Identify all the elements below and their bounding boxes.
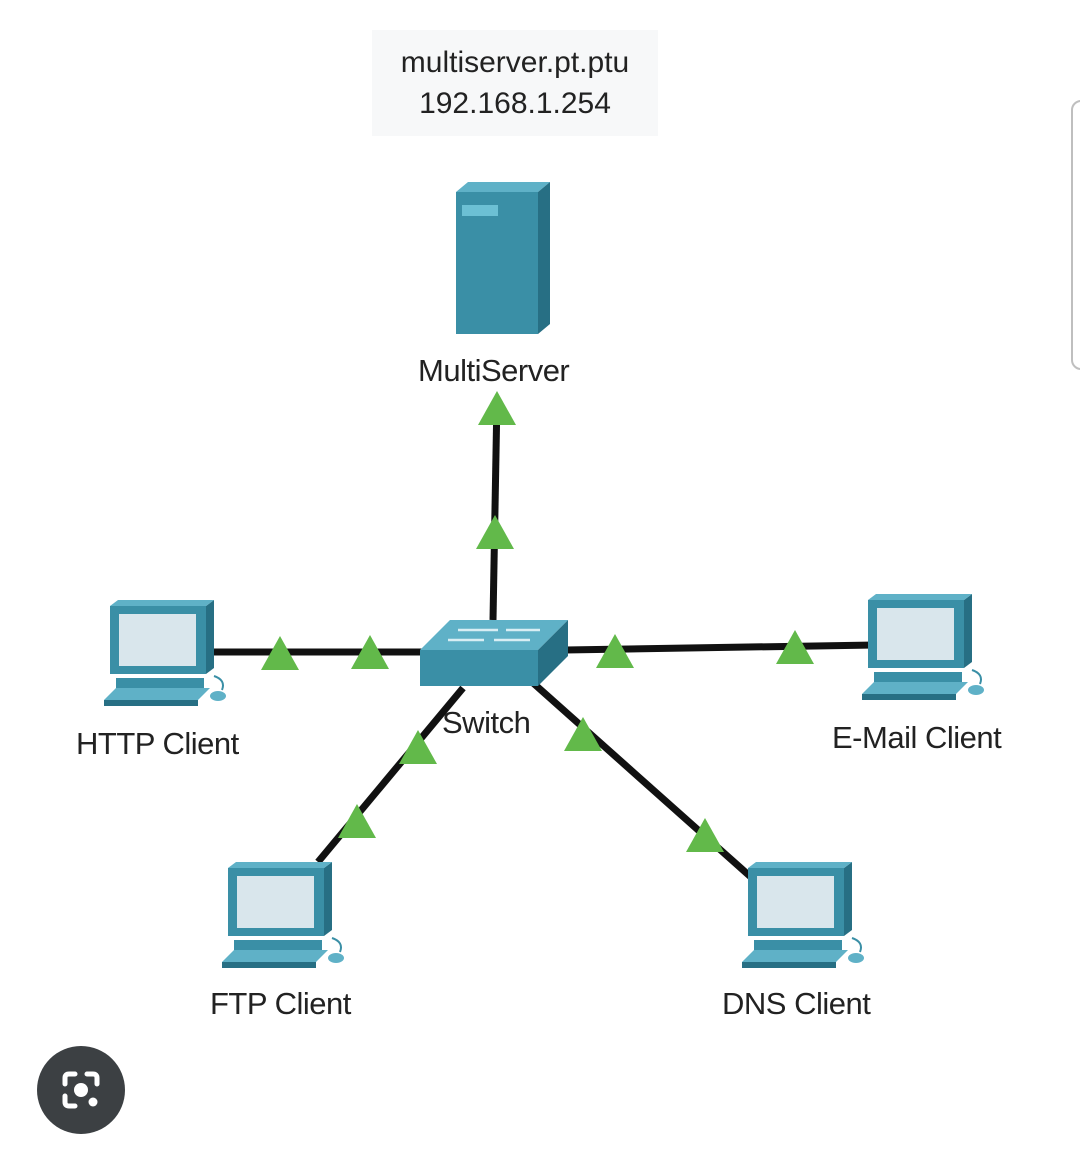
link-up-triangle-icon xyxy=(478,391,516,425)
pc-icon-dns[interactable] xyxy=(741,861,865,969)
link-up-triangle-icon xyxy=(338,804,376,838)
server-note: multiserver.pt.ptu 192.168.1.254 xyxy=(372,30,658,136)
server-icon[interactable] xyxy=(456,182,550,334)
server-ip: 192.168.1.254 xyxy=(419,87,611,120)
side-panel-tab[interactable] xyxy=(1071,100,1080,370)
pc-icon-email[interactable] xyxy=(861,593,985,701)
link-up-triangle-icon xyxy=(399,730,437,764)
server-label: MultiServer xyxy=(418,353,570,388)
http-client-label: HTTP Client xyxy=(76,726,239,761)
switch-icon[interactable] xyxy=(420,620,568,686)
link-server-switch xyxy=(489,397,501,621)
pc-icon-ftp[interactable] xyxy=(221,861,345,969)
link-up-triangle-icon xyxy=(351,635,389,669)
link-up-triangle-icon xyxy=(476,515,514,549)
link-up-triangle-icon xyxy=(564,717,602,751)
ftp-client-label: FTP Client xyxy=(210,986,351,1021)
server-hostname: multiserver.pt.ptu xyxy=(400,46,630,79)
email-client-label: E-Mail Client xyxy=(832,720,1002,755)
link-up-triangle-icon xyxy=(686,818,724,852)
link-up-triangle-icon xyxy=(776,630,814,664)
link-up-triangle-icon xyxy=(596,634,634,668)
switch-label: Switch xyxy=(442,705,531,740)
link-status-indicators xyxy=(261,391,814,852)
camera-lens-icon xyxy=(62,1071,100,1109)
pc-icon-http[interactable] xyxy=(103,599,227,707)
link-up-triangle-icon xyxy=(261,636,299,670)
dns-client-label: DNS Client xyxy=(722,986,871,1021)
lens-search-button[interactable] xyxy=(37,1046,125,1134)
